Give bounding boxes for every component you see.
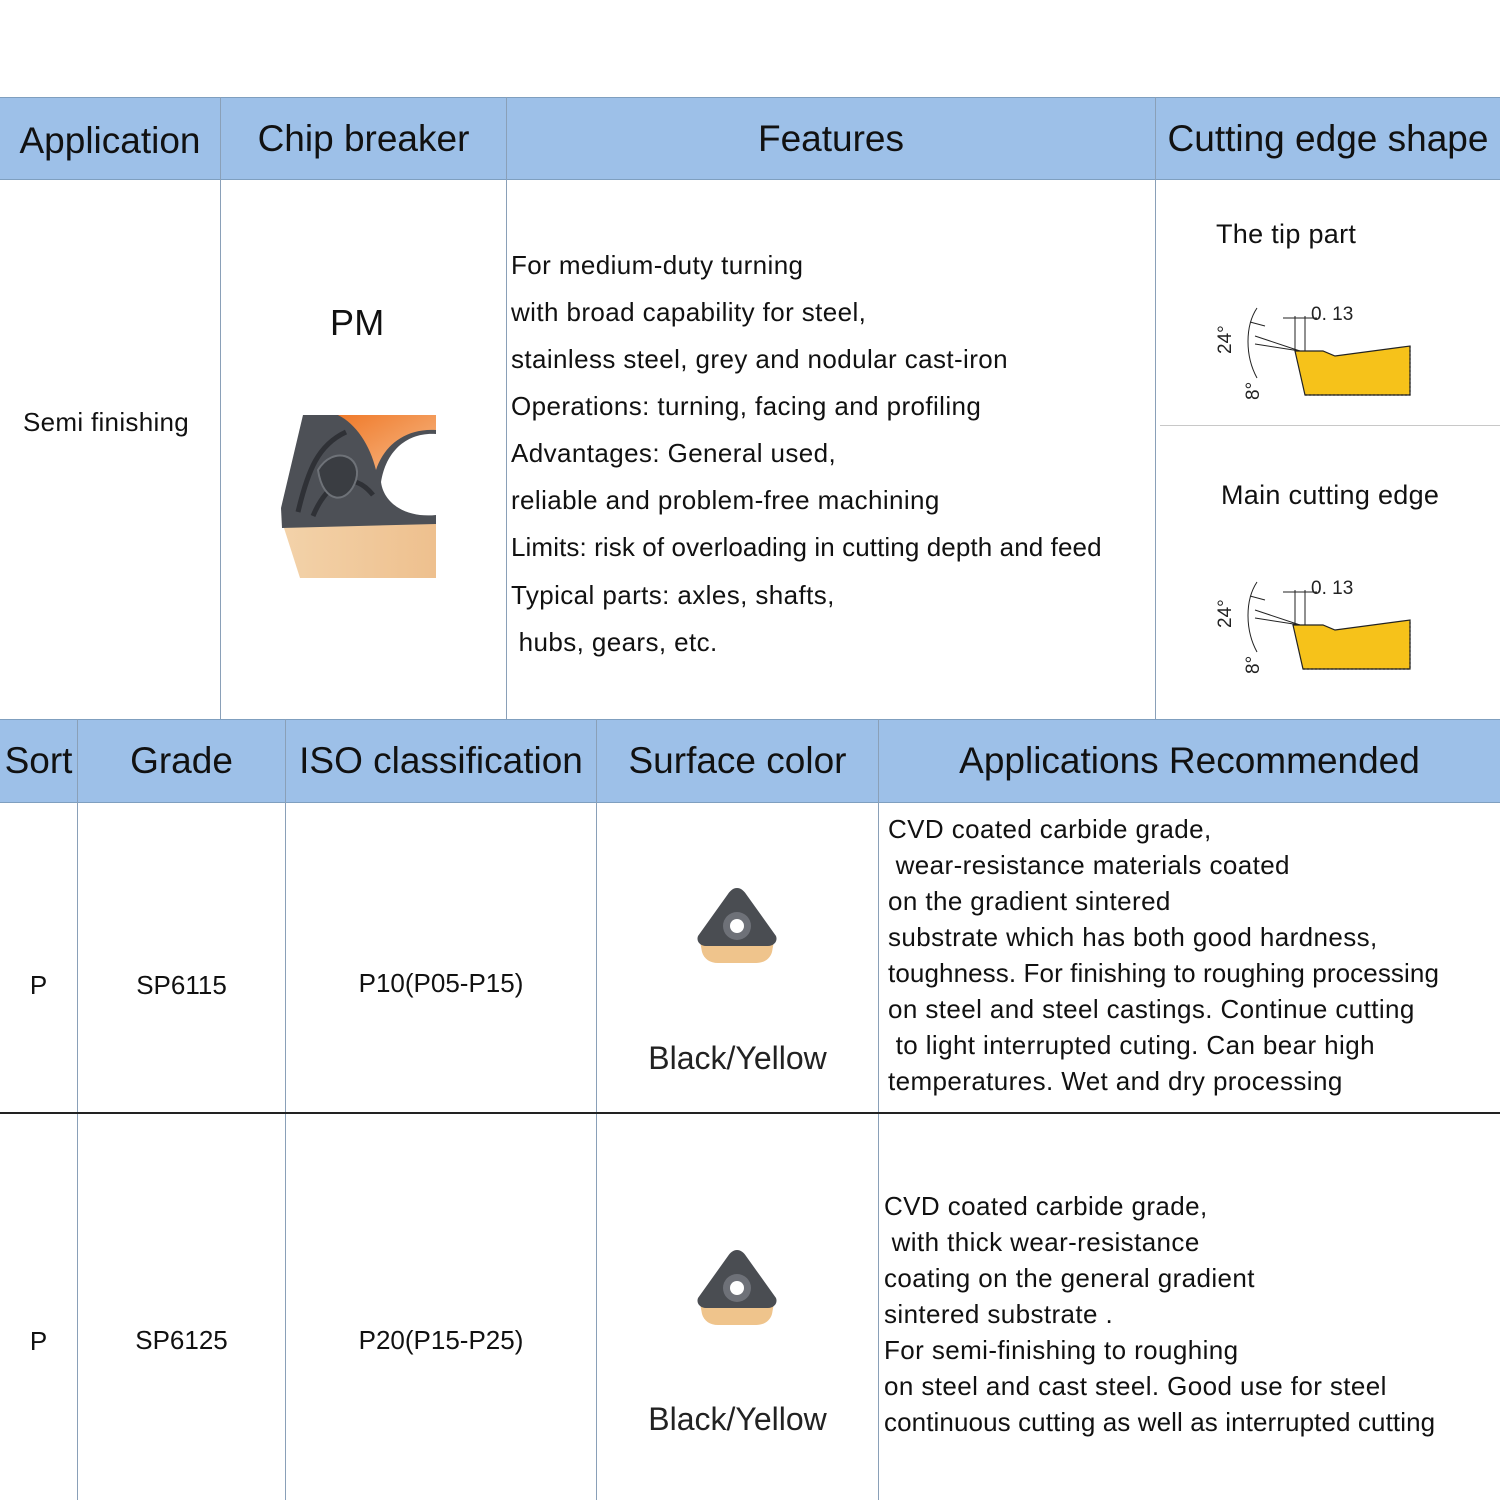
row-iso: P10(P05-P15) [358, 967, 524, 998]
header-application: Application [19, 119, 201, 161]
main-dimension: 0. 13 [1311, 578, 1353, 599]
header-chip-breaker: Chip breaker [257, 117, 470, 159]
header-features: Features [757, 117, 904, 159]
tip-dimension: 0. 13 [1311, 304, 1353, 325]
feature-line: Operations: turning, facing and profilin… [511, 391, 982, 421]
feature-line: with broad capability for steel, [511, 297, 867, 327]
app-line: to light interrupted cuting. Can bear hi… [888, 1030, 1375, 1060]
tip-part-diagram: 0. 13 24° 8° [1215, 304, 1411, 400]
app-line: on the gradient sintered [888, 886, 1171, 916]
main-edge-diagram: 0. 13 24° 8° [1215, 578, 1411, 674]
app-line: toughness. For finishing to roughing pro… [888, 958, 1440, 988]
header-sort: Sort [4, 740, 73, 781]
top-header-row: Application Chip breaker Features Cuttin… [0, 97, 1500, 180]
header-iso: ISO classification [299, 740, 583, 781]
app-line: coating on the general gradient [884, 1263, 1255, 1293]
application-value: Semi finishing [23, 407, 190, 437]
app-line: CVD coated carbide grade, [884, 1191, 1208, 1221]
header-applications: Applications Recommended [959, 740, 1420, 781]
app-line: on steel and cast steel. Good use for st… [884, 1371, 1387, 1401]
feature-line: Typical parts: axles, shafts, [511, 580, 835, 610]
pm-insert-image [281, 415, 436, 578]
app-line: on steel and steel castings. Continue cu… [888, 994, 1415, 1024]
feature-line: Advantages: General used, [511, 438, 837, 468]
tip-angle-24: 24° [1215, 325, 1236, 354]
header-cutting-edge-shape: Cutting edge shape [1167, 117, 1489, 159]
app-line: with thick wear-resistance [884, 1227, 1200, 1257]
feature-line: stainless steel, grey and nodular cast-i… [511, 344, 1009, 374]
row-sort: P [29, 1325, 48, 1356]
app-line: sintered substrate . [884, 1299, 1114, 1329]
row-surface-color: Black/Yellow [648, 1039, 827, 1076]
tip-angle-8: 8° [1243, 382, 1264, 400]
feature-line: reliable and problem-free machining [511, 485, 940, 515]
feature-line: For medium-duty turning [511, 250, 804, 280]
chip-breaker-value: PM [330, 302, 385, 343]
row-grade: SP6125 [135, 1324, 228, 1355]
insert-image [697, 1250, 777, 1325]
main-angle-8: 8° [1243, 656, 1264, 674]
app-line: continuous cutting as well as interrupte… [884, 1407, 1436, 1437]
app-line: CVD coated carbide grade, [888, 814, 1212, 844]
row-iso: P20(P15-P25) [358, 1324, 524, 1355]
header-surface-color: Surface color [628, 740, 847, 781]
app-line: temperatures. Wet and dry processing [888, 1066, 1343, 1096]
app-line: wear-resistance materials coated [888, 850, 1290, 880]
feature-line: hubs, gears, etc. [511, 627, 718, 657]
app-line: For semi-finishing to roughing [884, 1335, 1239, 1365]
header-grade: Grade [130, 740, 233, 781]
main-angle-24: 24° [1215, 599, 1236, 628]
tip-part-title: The tip part [1216, 219, 1357, 249]
bottom-header-row: Sort Grade ISO classification Surface co… [0, 719, 1500, 803]
main-edge-title: Main cutting edge [1221, 480, 1440, 510]
feature-line: Limits: risk of overloading in cutting d… [511, 532, 1102, 562]
insert-image [697, 888, 777, 963]
row-surface-color: Black/Yellow [648, 1400, 827, 1437]
app-line: substrate which has both good hardness, [888, 922, 1378, 952]
row-grade: SP6115 [136, 969, 227, 1000]
row-sort: P [29, 969, 48, 1000]
